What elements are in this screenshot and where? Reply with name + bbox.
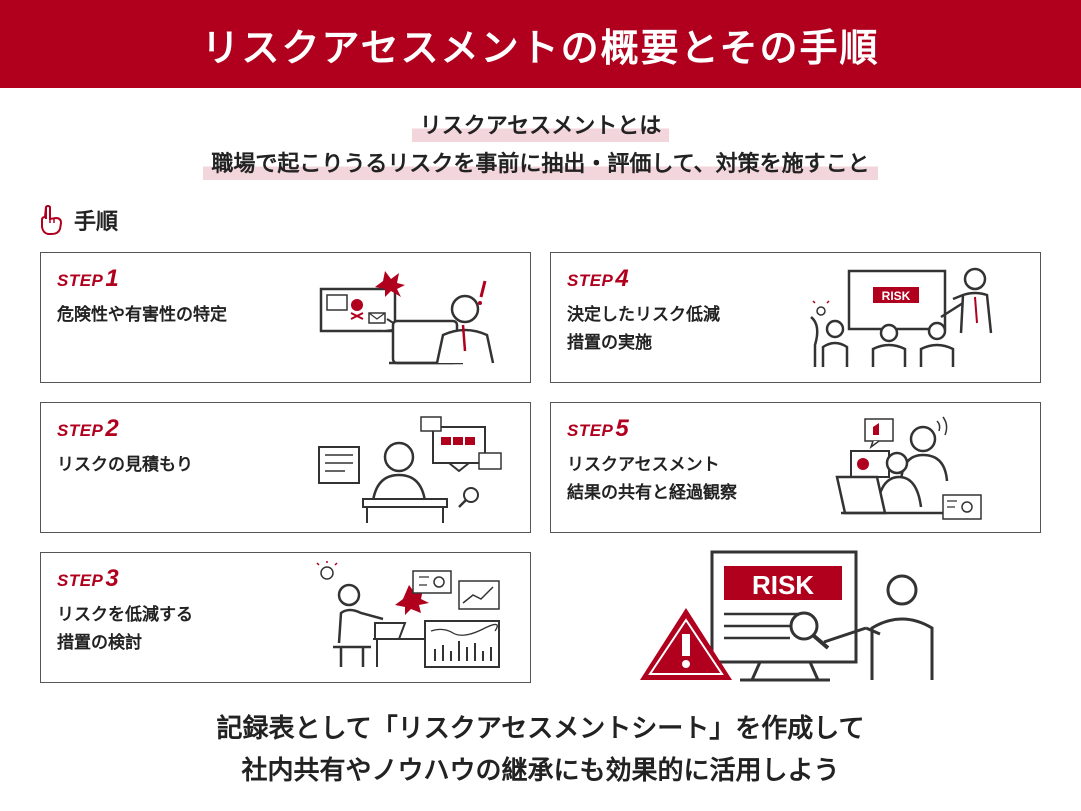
step-text-1: 危険性や有害性の特定 [57,305,227,325]
risk-estimation-icon [318,416,502,523]
page-title: リスクアセスメントの概要とその手順 [201,25,880,70]
step-label-2: STEP2 [57,415,119,442]
step-card-1: STEP1 危険性や有害性の特定 [40,252,531,383]
closing-line-1: 記録表として「リスクアセスメントシート」を作成して [216,714,865,744]
closing-line-2: 社内共有やノウハウの継承にも効果的に活用しよう [241,756,840,786]
definition-text-1: リスクアセスメントとは [411,112,670,142]
risk-monitor-illustration: RISK [640,550,934,682]
step-text-2: リスクの見積もり [57,455,193,475]
risk-reduction-planning-icon [316,561,500,668]
implementation-meeting-icon: RISK [810,267,993,367]
step-text-5: リスクアセスメント結果の共有と経過観察 [567,455,737,503]
step-label-4: STEP4 [567,265,629,292]
step-card-3: STEP3 リスクを低減する措置の検討 [40,552,531,683]
risk-sign-small: RISK [882,289,911,303]
step-label-3: STEP3 [57,565,119,592]
definition-text-2: 職場で起こりうるリスクを事前に抽出・評価して、対策を施すこと [203,150,878,180]
steps-heading-label: 手順 [74,210,119,235]
step-text-3: リスクを低減する措置の検討 [57,605,193,653]
title-banner: リスクアセスメントの概要とその手順 [0,0,1081,88]
definition-line-2: 職場で起こりうるリスクを事前に抽出・評価して、対策を施すこと [0,150,1081,180]
risk-sign-large: RISK [752,570,814,600]
step-card-4: STEP4 決定したリスク低減措置の実施 RISK [550,252,1041,383]
hazard-identification-icon [319,271,495,365]
step-label-5: STEP5 [567,415,629,442]
sharing-review-icon [835,416,982,520]
pointing-hand-icon [41,205,63,235]
step-label-1: STEP1 [57,265,119,292]
step-card-2: STEP2 リスクの見積もり [40,402,531,533]
steps-heading: 手順 [38,204,118,236]
definition-line-1: リスクアセスメントとは [0,112,1081,142]
step-text-4: 決定したリスク低減措置の実施 [567,305,720,353]
step-card-5: STEP5 リスクアセスメント結果の共有と経過観察 [550,402,1041,533]
